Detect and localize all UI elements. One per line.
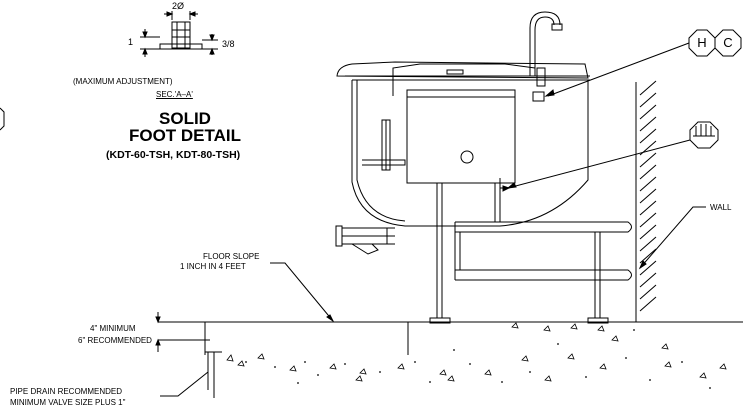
drain-note-line1: PIPE DRAIN RECOMMENDED: [10, 387, 123, 396]
section-reference: SEC.'A–A': [156, 90, 193, 99]
detail-models: (KDT-60-TSH, KDT-80-TSH): [106, 149, 241, 161]
dim-one-inch: 1: [128, 37, 134, 47]
partial-hex-callout: [0, 107, 5, 131]
hot-cold-callout: [544, 29, 742, 97]
kettle-elevation: [335, 11, 632, 324]
dim-three-eighths: 3/8: [222, 39, 235, 49]
slab-recommended: 6" RECOMMENDED: [78, 336, 152, 345]
max-adjustment-note: (MAXIMUM ADJUSTMENT): [73, 77, 173, 86]
floor-slab: [155, 262, 743, 398]
concrete-dots: [245, 329, 711, 389]
drain-callout: [506, 121, 719, 189]
callout-hot: H: [697, 35, 707, 50]
foot-detail-drawing: [140, 11, 218, 57]
concrete-aggregate: [226, 322, 727, 382]
floor-slope-line1: FLOOR SLOPE: [203, 252, 260, 261]
wall-label: WALL: [710, 203, 732, 212]
detail-title-line2: FOOT DETAIL: [128, 126, 242, 145]
detail-title-line1: SOLID: [159, 109, 211, 128]
wall: [635, 80, 706, 322]
slab-minimum: 4" MINIMUM: [90, 324, 136, 333]
dim-diameter: 2Ø: [172, 1, 185, 11]
drain-note-line2: MINIMUM VALVE SIZE PLUS 1": [10, 398, 126, 407]
callout-cold: C: [723, 35, 733, 50]
floor-slope-line2: 1 INCH IN 4 FEET: [180, 262, 246, 271]
